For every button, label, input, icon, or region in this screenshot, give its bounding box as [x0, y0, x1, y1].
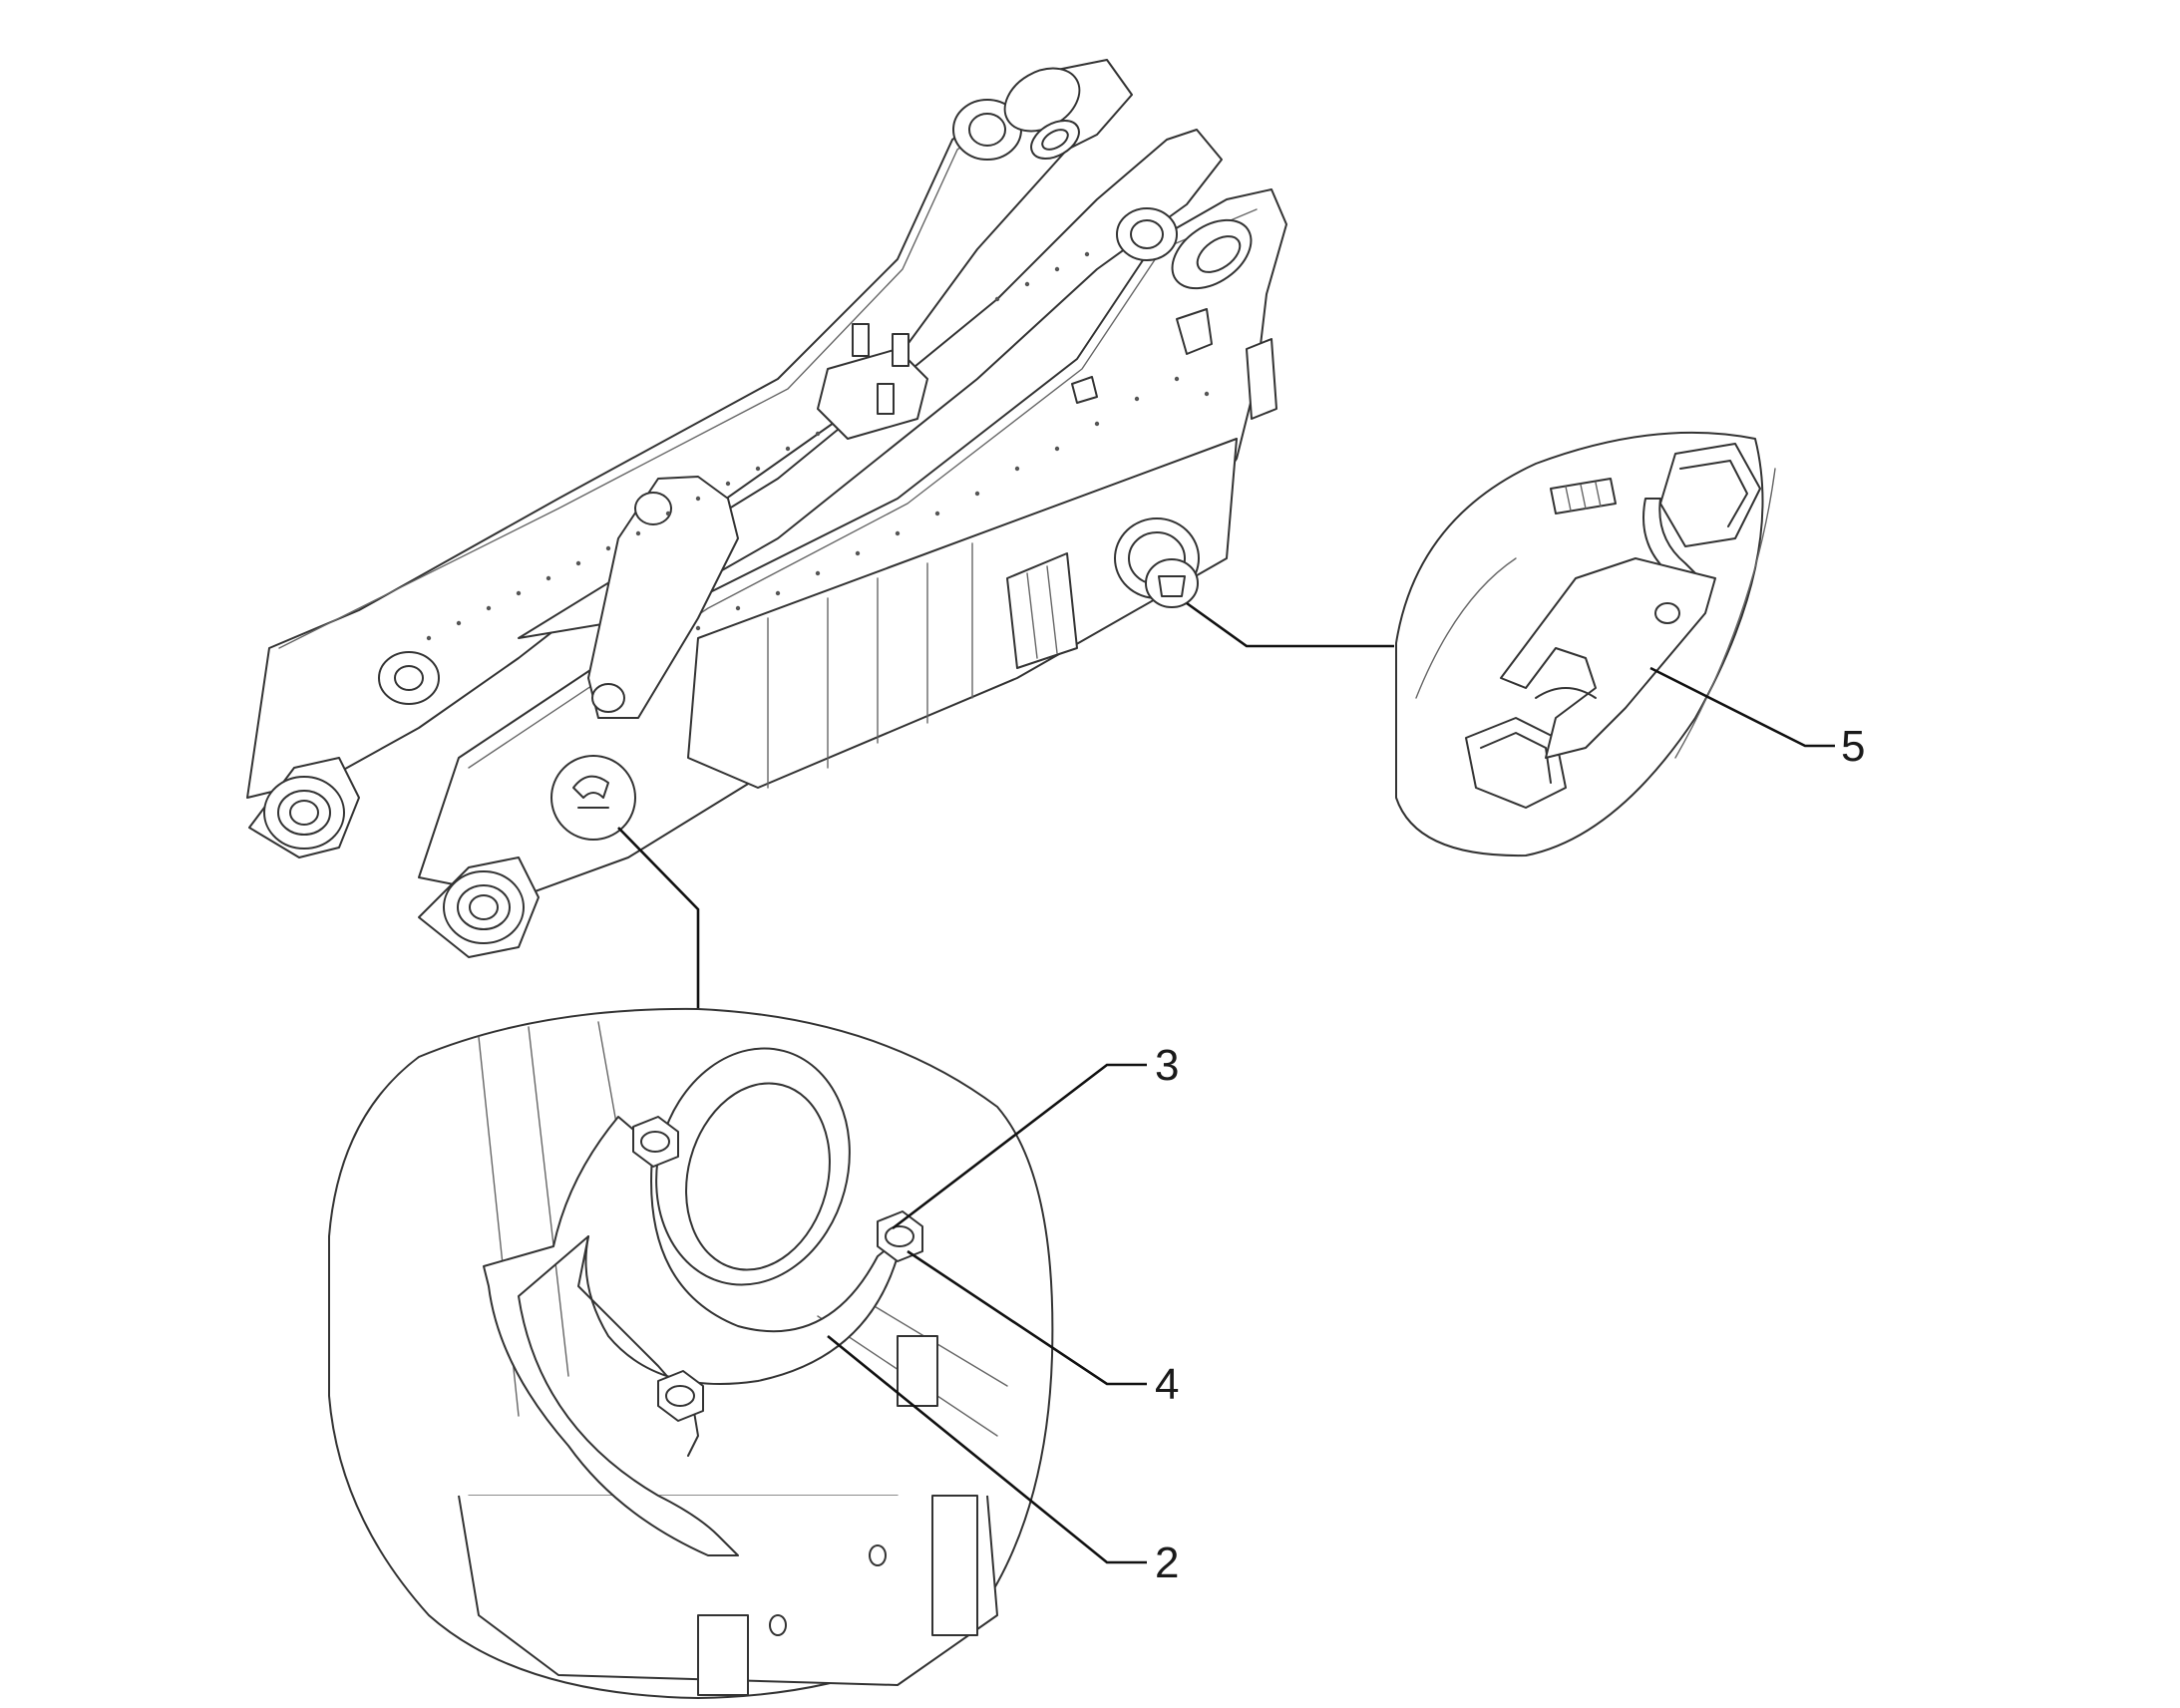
callout-4-label: 4 — [1155, 1360, 1179, 1409]
callout-2-leader — [827, 1334, 1147, 1564]
rear-bottom-pivot — [248, 651, 440, 858]
callout-3-label: 3 — [1155, 1041, 1179, 1090]
top-bolt — [632, 1116, 679, 1168]
front-top-pivot — [1116, 207, 1253, 290]
detail-marker-left — [550, 755, 636, 841]
callout-3-leader — [892, 1063, 1147, 1230]
rear-top-pivot — [952, 67, 1081, 161]
detail-leaders — [617, 601, 1394, 1012]
callouts: 3 4 2 5 — [827, 666, 1865, 1587]
rear-boom-arm — [246, 59, 1133, 799]
callout-5-leader — [1649, 666, 1835, 748]
rivet-dots — [426, 251, 1210, 641]
boom-box-section — [687, 438, 1238, 789]
callout-5-label: 5 — [1841, 722, 1865, 771]
detail-view-right — [1395, 431, 1776, 857]
detail-marker-right — [1114, 517, 1200, 608]
lower-hex-bolt — [1465, 717, 1567, 809]
top-brackets — [817, 308, 1277, 440]
boom-assembly — [246, 59, 1287, 958]
callout-4-leader — [907, 1249, 1147, 1386]
detail-view-bottom — [328, 1007, 1054, 1699]
right-bolt — [877, 1210, 923, 1262]
front-bottom-pivot — [418, 856, 540, 958]
upper-hex-bolt — [1642, 443, 1761, 579]
callout-2-label: 2 — [1155, 1538, 1179, 1587]
lower-bolt — [657, 1370, 704, 1422]
